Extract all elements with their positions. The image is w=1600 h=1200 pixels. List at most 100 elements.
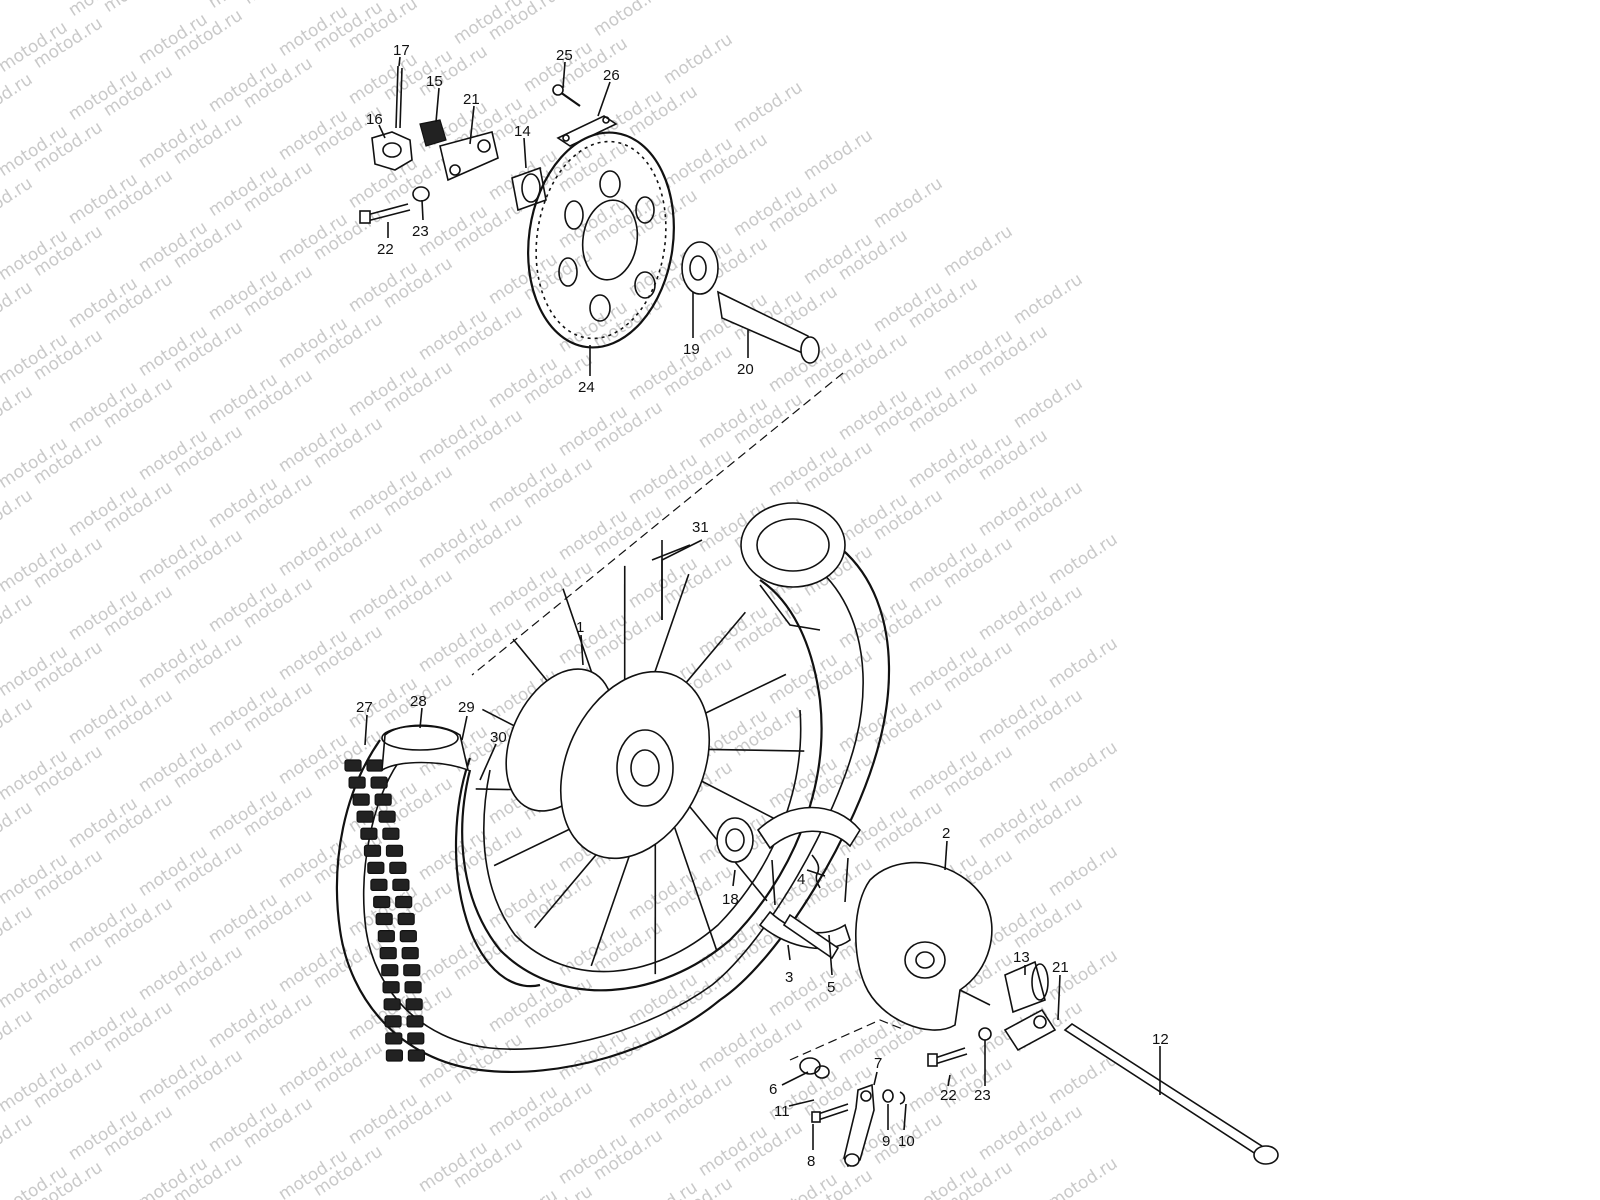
callout-10: 10 (898, 1133, 915, 1150)
tread-block (379, 947, 397, 960)
lever-bolt (817, 1103, 849, 1121)
tread-block (360, 827, 378, 840)
cotter-pin (395, 65, 403, 129)
brake-shoe-assembly (756, 806, 861, 960)
rim (461, 579, 823, 992)
lever-washer (882, 1089, 894, 1103)
tread-block (392, 878, 410, 892)
brake-arm-group (789, 1019, 906, 1168)
tread-block (403, 964, 421, 977)
tread-block (370, 878, 388, 892)
callout-6: 6 (769, 1081, 777, 1098)
tread-block (344, 759, 362, 772)
callout-28: 28 (410, 693, 427, 710)
tread-block (401, 947, 419, 960)
callout-31: 31 (692, 519, 709, 536)
callout-27: 27 (356, 699, 373, 716)
lock-washer (556, 115, 618, 147)
chain-adjuster (439, 131, 499, 182)
adjuster-bolt-right (934, 1047, 968, 1065)
callout-18: 18 (722, 891, 739, 908)
wheel-collar-group (681, 241, 820, 364)
callout-7: 7 (874, 1055, 882, 1072)
tread-block (404, 981, 422, 994)
tread-block (405, 998, 423, 1011)
callout-22: 22 (377, 241, 394, 258)
tread-block (385, 1032, 403, 1045)
callout-19: 19 (683, 341, 700, 358)
callout-4: 4 (797, 871, 805, 888)
tread-block (366, 759, 384, 772)
shoe-spring (811, 854, 821, 889)
callout-12: 12 (1152, 1031, 1169, 1048)
callout-21: 21 (463, 91, 480, 108)
tread-block (406, 1015, 424, 1028)
wheel-hub (559, 670, 711, 860)
callout-9: 9 (882, 1133, 890, 1150)
chain-adjuster-group-top (359, 65, 618, 224)
leader-lines (364, 56, 1161, 1150)
tread-block (382, 981, 400, 994)
tire-top (740, 502, 846, 588)
axle-nut (371, 131, 413, 171)
tread-block (352, 793, 370, 806)
brake-arm-axis (789, 1019, 906, 1061)
tread-block (399, 929, 417, 943)
callout-30: 30 (490, 729, 507, 746)
callout-2: 2 (942, 825, 950, 842)
tread-block (374, 793, 392, 806)
callout-23: 23 (974, 1087, 991, 1104)
tube-valve (651, 540, 691, 620)
tread-block (385, 1049, 404, 1062)
dust-seal (799, 1057, 821, 1075)
callout-21: 21 (1052, 959, 1069, 976)
spoke (667, 808, 718, 952)
callout-8: 8 (807, 1153, 815, 1170)
callout-24: 24 (578, 379, 595, 396)
sprocket-bolt (559, 91, 581, 107)
tread-block (389, 861, 407, 874)
callout-16: 16 (366, 111, 383, 128)
nut-cap (419, 119, 447, 147)
brake-cam (782, 913, 840, 960)
callout-20: 20 (737, 361, 754, 378)
callout-17: 17 (393, 42, 410, 59)
callout-labels: 17 15 16 21 14 25 26 22 23 19 20 24 31 1… (356, 42, 1169, 1170)
tread-block (367, 861, 385, 874)
tread-block (381, 964, 399, 977)
tread-block (384, 1015, 402, 1028)
assembly-axis-line (471, 372, 844, 676)
brake-cam-lever (843, 1083, 875, 1168)
callout-29: 29 (458, 699, 475, 716)
tread-block (375, 912, 393, 926)
rear-wheel (335, 502, 891, 1074)
tread-block (407, 1049, 426, 1062)
tire-outer (335, 518, 891, 1074)
callout-15: 15 (426, 73, 443, 90)
tread-block (378, 810, 396, 823)
adjuster-nut-right (978, 1027, 992, 1041)
tire-tread (344, 759, 426, 1062)
adjuster-bolt (366, 203, 411, 222)
axle-sleeve (716, 290, 816, 360)
tread-block (370, 776, 388, 789)
tread-block (397, 912, 415, 926)
callout-25: 25 (556, 47, 573, 64)
callout-23: 23 (412, 223, 429, 240)
callout-3: 3 (785, 969, 793, 986)
lever-nut (899, 1091, 906, 1105)
rear-sprocket (527, 131, 675, 349)
tread-block (382, 827, 400, 840)
adjuster-nut (412, 186, 430, 202)
tread-block (348, 776, 366, 789)
tread-block (373, 895, 391, 909)
callout-26: 26 (603, 67, 620, 84)
chain-adjuster-right (1003, 1008, 1057, 1052)
callout-13: 13 (1013, 949, 1030, 966)
callout-11: 11 (774, 1103, 790, 1120)
rear-axle-group (927, 960, 1279, 1165)
tread-block (385, 844, 404, 857)
callout-1: 1 (576, 619, 584, 636)
wheel-bearing (716, 817, 754, 863)
